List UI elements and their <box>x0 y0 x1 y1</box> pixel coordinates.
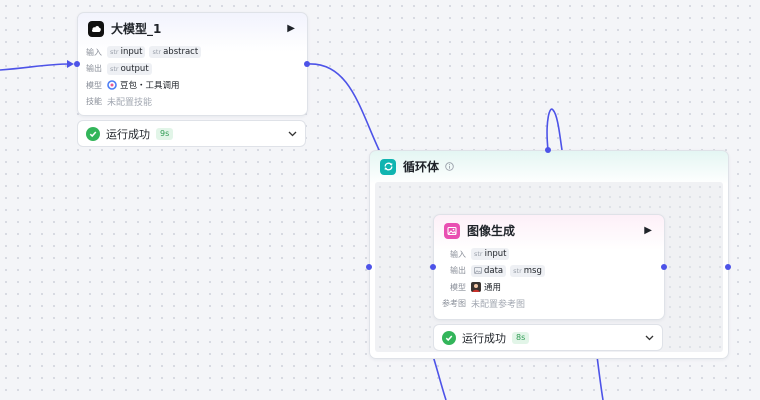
data-param: data <box>471 264 507 277</box>
image-output-port[interactable] <box>661 264 667 270</box>
llm-model-row: 模型 豆包・工具调用 <box>78 77 307 94</box>
loop-output-port[interactable] <box>725 264 731 270</box>
model-value: 豆包・工具调用 <box>107 79 180 91</box>
loop-node-header: 循环体 <box>370 151 728 182</box>
success-check-icon <box>86 126 100 141</box>
image-model-row: 模型 通用 <box>434 279 664 296</box>
status-text: 运行成功 <box>462 331 506 345</box>
model-label: 模型 <box>450 282 466 292</box>
llm-input-port[interactable] <box>74 61 80 67</box>
duration-badge: 9s <box>156 127 174 140</box>
edge-llm-to-loop <box>307 63 381 153</box>
loop-node-title: 循环体 <box>403 160 440 174</box>
model-label: 模型 <box>86 80 102 90</box>
status-text: 运行成功 <box>106 127 150 141</box>
llm-node-title: 大模型_1 <box>111 22 162 36</box>
arrow-into-llm <box>67 60 74 68</box>
loop-input-port[interactable] <box>366 264 372 270</box>
llm-node-header: 大模型_1 ▶ <box>78 13 307 44</box>
edge-bottom-right <box>596 355 604 400</box>
info-icon[interactable] <box>445 162 454 171</box>
output-label: 输出 <box>450 266 466 276</box>
output-label: 输出 <box>86 64 102 74</box>
edge-bottom-left <box>432 355 447 400</box>
chevron-down-icon[interactable] <box>287 129 297 139</box>
image-input-port[interactable] <box>430 264 436 270</box>
edge-loop-top-handle <box>546 108 563 151</box>
image-run-status[interactable]: 运行成功 8s <box>433 324 663 351</box>
image-gen-title: 图像生成 <box>467 224 516 238</box>
image-type-icon <box>474 267 482 275</box>
run-node-button[interactable]: ▶ <box>287 23 295 34</box>
skill-label: 技能 <box>86 97 102 107</box>
llm-run-status[interactable]: 运行成功 9s <box>77 120 306 147</box>
chevron-down-icon[interactable] <box>644 333 654 343</box>
model-cloud-icon <box>88 20 104 37</box>
ref-value: 未配置参考图 <box>471 300 526 311</box>
loop-top-port[interactable] <box>545 147 551 153</box>
edge-into-llm <box>0 63 71 71</box>
ref-label: 参考图 <box>442 299 466 309</box>
image-gen-header: 图像生成 ▶ <box>434 215 664 246</box>
model-value: 通用 <box>471 281 501 293</box>
run-node-button[interactable]: ▶ <box>644 225 652 236</box>
success-check-icon <box>442 330 456 345</box>
image-icon <box>444 222 460 239</box>
input-label: 输入 <box>450 249 466 259</box>
llm-skill-row: 技能 未配置技能 <box>78 94 307 111</box>
llm-output-port[interactable] <box>304 61 310 67</box>
input-label: 输入 <box>86 47 102 57</box>
model-avatar-icon <box>471 282 481 293</box>
duration-badge: 8s <box>512 331 530 344</box>
doubao-logo-icon <box>107 80 117 91</box>
loop-icon <box>380 158 396 175</box>
skill-value: 未配置技能 <box>107 98 153 109</box>
image-ref-row: 参考图 未配置参考图 <box>434 296 664 313</box>
